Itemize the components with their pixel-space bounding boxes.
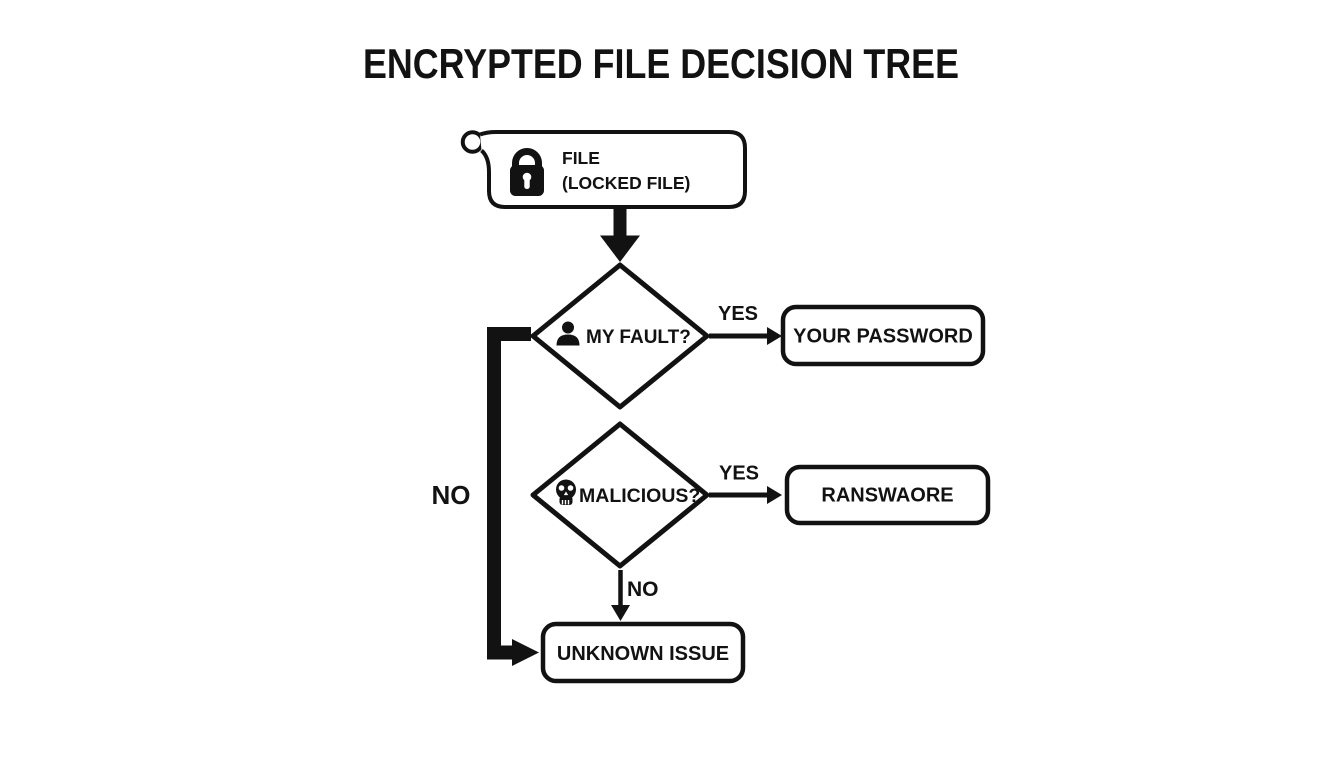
skull-nose [563, 491, 569, 496]
node-file-label-line2: (LOCKED FILE) [562, 173, 690, 193]
skull-eye-left [558, 485, 565, 491]
node-ransomware: RANSWAORE [784, 464, 991, 526]
lock-keyhole-slot [524, 178, 530, 189]
edge-my-fault-yes: YES [709, 303, 782, 345]
diagram-title: ENCRYPTED FILE DECISION TREE [363, 40, 959, 87]
result-box [780, 304, 986, 367]
node-your-password: YOUR PASSWORD [780, 304, 986, 367]
node-your-password-label: YOUR PASSWORD [793, 326, 973, 348]
scroll-shape [479, 130, 747, 209]
node-file: FILE (LOCKED FILE) [460, 130, 747, 209]
arrowhead-right-icon [512, 639, 539, 666]
node-unknown-issue-label: UNKNOWN ISSUE [557, 643, 729, 665]
skull-icon [556, 479, 576, 505]
edge-label-no: NO [432, 480, 471, 510]
node-malicious: MALICIOUS? [530, 421, 710, 569]
node-my-fault: MY FAULT? [530, 262, 710, 410]
node-my-fault-label: MY FAULT? [586, 327, 691, 348]
arrow-shaft [613, 209, 627, 237]
node-ransomware-label: RANSWAORE [821, 485, 953, 507]
skull-eye-right [567, 485, 574, 491]
lock-icon [510, 148, 544, 196]
result-box [540, 621, 746, 684]
edge-label-no: NO [627, 578, 659, 601]
skull-tooth-gap [567, 500, 570, 505]
edge-malicious-yes: YES [709, 463, 782, 504]
result-box [784, 464, 991, 526]
person-shoulders [556, 334, 580, 346]
edge-my-fault-no: NO [432, 327, 539, 666]
skull-tooth-gap [561, 500, 564, 505]
edge-label-yes: YES [718, 303, 758, 325]
decision-diamond [530, 262, 710, 410]
edge-label-yes: YES [719, 463, 759, 485]
arrowhead-down-icon [600, 235, 640, 262]
arrowhead-down-icon [611, 605, 630, 621]
arrowhead-right-icon [767, 327, 782, 345]
elbow-connector [487, 327, 531, 660]
scroll-curl [460, 130, 485, 154]
edge-malicious-no: NO [611, 570, 659, 621]
edge-file-to-my-fault [600, 209, 640, 262]
skull-cranium [556, 479, 576, 500]
lock-shackle [512, 148, 542, 167]
node-file-label-line1: FILE [562, 148, 600, 168]
arrowhead-right-icon [767, 486, 782, 504]
decision-diamond [530, 421, 710, 569]
node-unknown-issue: UNKNOWN ISSUE [540, 621, 746, 684]
person-head [562, 321, 574, 334]
skull-tooth-gap [564, 500, 567, 505]
node-malicious-label: MALICIOUS? [579, 485, 700, 507]
person-icon [556, 321, 580, 346]
